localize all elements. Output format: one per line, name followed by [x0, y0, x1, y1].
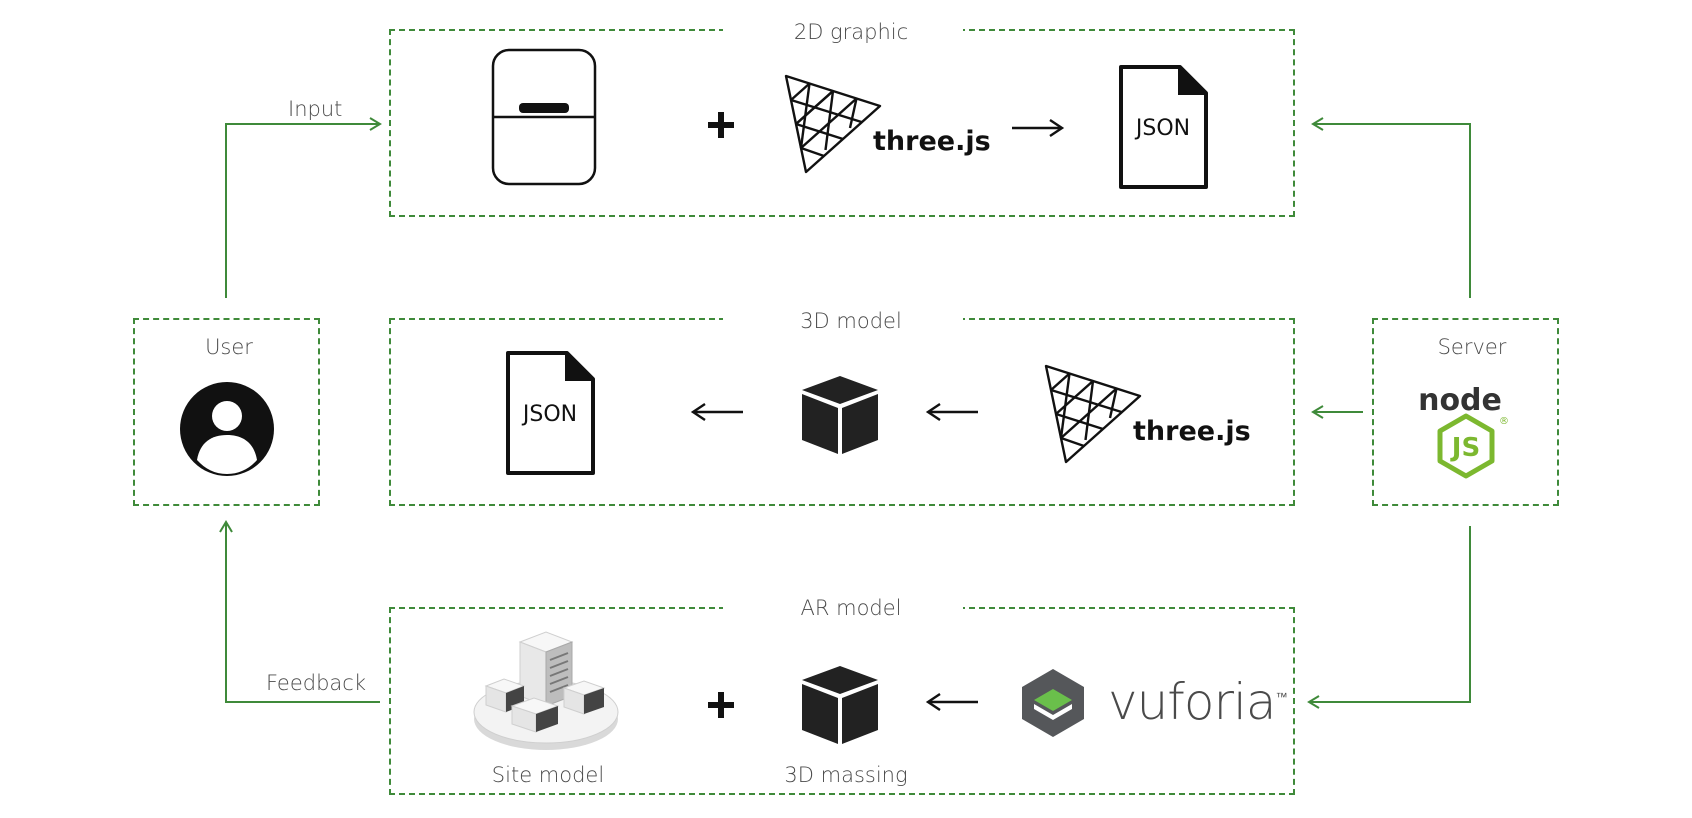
arrow-icon	[1012, 119, 1065, 137]
cube-icon	[802, 666, 878, 744]
json-file-label: JSON	[1134, 116, 1190, 141]
server-box	[1372, 318, 1559, 506]
3d-massing-caption: 3D massing	[784, 763, 908, 787]
vuforia-word: vuforia	[1108, 673, 1277, 731]
arrow-icon	[925, 403, 978, 421]
json-file-label: JSON	[521, 402, 577, 427]
json-file-icon: JSON	[506, 351, 595, 475]
section-3d-model	[389, 316, 1295, 506]
user-box	[133, 318, 320, 506]
section-ar-model	[389, 605, 1295, 795]
arrow-icon	[925, 693, 978, 711]
threejs-logo-icon	[784, 74, 882, 174]
nodejs-registered-mark: ®	[1499, 416, 1509, 427]
threejs-logo-icon	[1044, 364, 1142, 464]
section-ar-model-title: AR model	[800, 596, 902, 620]
threejs-label: three.js	[1133, 416, 1251, 447]
section-2d-graphic-title: 2D graphic	[793, 20, 909, 44]
buildings-icon	[473, 631, 619, 750]
plus-icon	[708, 692, 734, 718]
user-avatar-icon	[180, 382, 274, 476]
feedback-connector	[219, 520, 380, 703]
input-label: Input	[288, 97, 343, 121]
vuforia-trademark: ™	[1275, 690, 1288, 704]
feedback-label: Feedback	[266, 671, 367, 695]
nodejs-logo-icon: node JS ®	[1418, 383, 1509, 479]
nodejs-logo-text: node	[1418, 383, 1502, 418]
section-3d-model-title: 3D model	[800, 309, 902, 333]
tablet-icon	[491, 48, 597, 186]
server-to-2d-connector	[1311, 117, 1471, 298]
nodejs-logo-badge: JS	[1450, 433, 1480, 463]
cube-icon	[802, 376, 878, 454]
json-file-icon: JSON	[1119, 65, 1208, 189]
arrow-icon	[690, 403, 743, 421]
section-2d-graphic	[389, 27, 1295, 217]
server-title: Server	[1437, 335, 1507, 359]
vuforia-label: vuforia™	[1108, 677, 1288, 727]
user-title: User	[205, 335, 253, 359]
plus-icon	[708, 112, 734, 138]
server-to-ar-connector	[1307, 526, 1471, 709]
vuforia-logo-icon	[1022, 669, 1084, 737]
input-connector	[225, 117, 382, 298]
threejs-label: three.js	[873, 126, 991, 157]
site-model-caption: Site model	[491, 763, 605, 787]
